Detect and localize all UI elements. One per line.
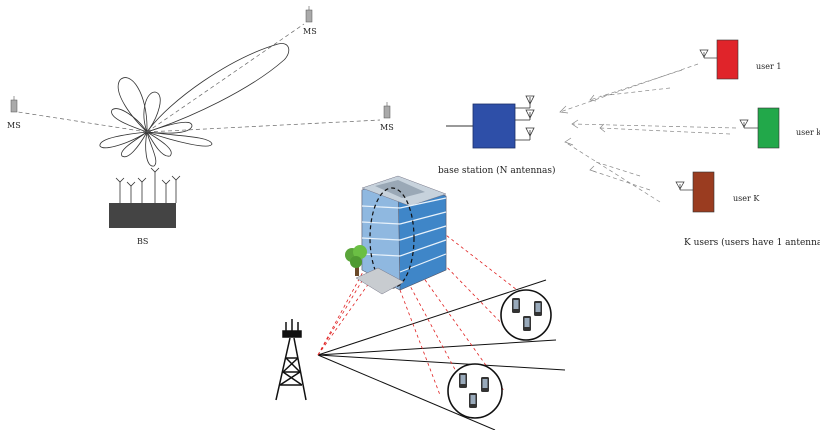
user-1-label: user 1 [756, 62, 781, 71]
multiuser-diagram: base station (N antennas) user 1 user k … [438, 39, 820, 248]
ms-device-top: MS [303, 6, 317, 36]
users-caption: K users (users have 1 antenna) [684, 237, 820, 248]
user-K-label: user K [733, 194, 760, 203]
user-k-device: user k [739, 107, 820, 149]
user-group-lower [447, 363, 503, 419]
user-K-device: user K [675, 171, 760, 213]
user-1-device: user 1 [699, 39, 781, 80]
ms-device-right: MS [380, 102, 394, 132]
beam-pattern-diagram: MS MS MS BS [7, 6, 394, 246]
user-group-upper [500, 289, 552, 341]
bs-box [109, 203, 176, 228]
cell-tower-scene [275, 175, 566, 431]
bs-antenna-array: BS [109, 167, 181, 246]
office-building [345, 175, 447, 295]
ms-label-top: MS [303, 27, 317, 36]
ms-label-right: MS [380, 123, 394, 132]
bs-label: BS [137, 237, 148, 246]
base-station-label: base station (N antennas) [438, 165, 556, 176]
ms-label-left: MS [7, 121, 21, 130]
uplink-arrowheads [559, 94, 606, 173]
radiation-pattern [99, 43, 290, 167]
user-k-label: user k [796, 128, 820, 137]
ms-device-left: MS [7, 96, 21, 130]
tree-icon [345, 245, 367, 276]
ms-links [17, 23, 381, 133]
base-station-box [472, 103, 516, 149]
uplink-arrows [559, 63, 737, 203]
base-station-antennas [515, 95, 535, 141]
sector-lines [317, 279, 566, 431]
cell-tower-icon [275, 319, 307, 401]
